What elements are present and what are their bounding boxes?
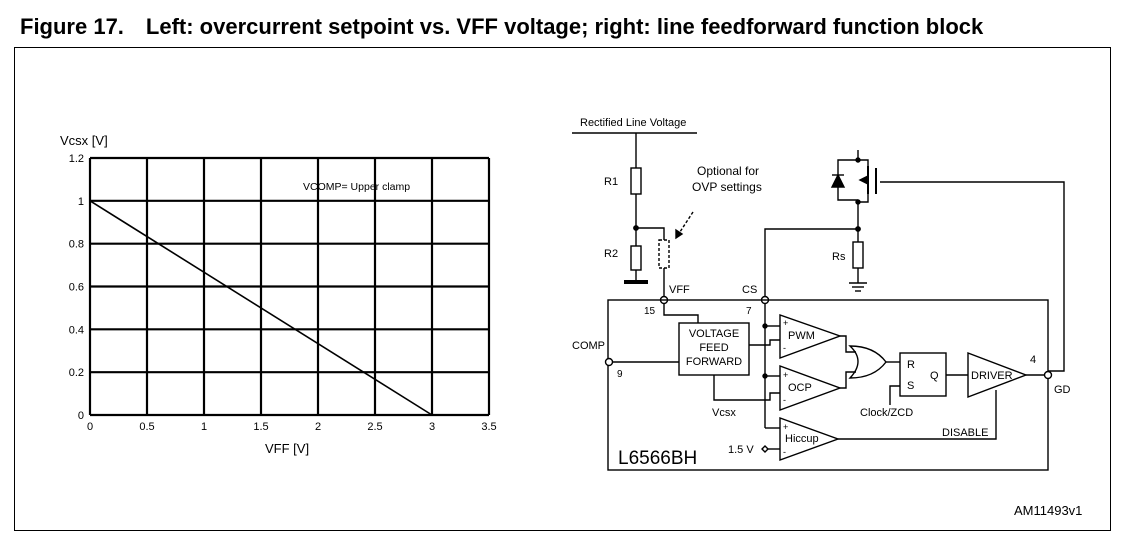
- label-optional-2: OVP settings: [692, 180, 762, 194]
- chart-y-tick-label: 1.2: [69, 153, 84, 165]
- label-rs: Rs: [832, 251, 846, 263]
- vff-wire: [663, 304, 699, 323]
- block-diagram-labels: Rectified Line Voltage R1 R2 Optional fo…: [572, 117, 1071, 469]
- label-vff-block-3: FORWARD: [686, 356, 742, 368]
- vcsx-wire: [713, 375, 780, 401]
- label-gd: GD: [1054, 384, 1071, 396]
- chart-x-tick-label: 0: [87, 421, 93, 433]
- driver-buffer: [967, 351, 1028, 399]
- hiccup-comparator: [779, 417, 841, 461]
- chart-series-line: [89, 200, 433, 416]
- vff-to-pwm: [749, 339, 780, 346]
- label-ocp-minus: -: [783, 395, 786, 405]
- chart-x-axis-label: VFF [V]: [265, 441, 309, 456]
- chart-x-tick-label: 2: [315, 421, 321, 433]
- chart-series: [89, 200, 433, 416]
- chart-x-tick-label: 3.5: [481, 421, 496, 433]
- label-disable: DISABLE: [942, 427, 988, 439]
- label-hiccup: Hiccup: [785, 433, 819, 445]
- junction-dot: [855, 199, 861, 205]
- label-vff-block-2: FEED: [699, 342, 728, 354]
- label-clock: Clock/ZCD: [860, 407, 913, 419]
- label-pin-7: 7: [746, 306, 752, 317]
- label-pwm: PWM: [788, 330, 815, 342]
- cs-wire: [764, 228, 858, 297]
- label-vff: VFF: [669, 284, 690, 296]
- junction-dot: [762, 373, 768, 379]
- wire: [840, 371, 856, 389]
- label-ic-name: L6566BH: [618, 448, 697, 469]
- figure-reference-code: AM11493v1: [1014, 503, 1083, 518]
- label-pin-4: 4: [1030, 354, 1036, 366]
- chart-x-tick-label: 1.5: [253, 421, 268, 433]
- ic-outline: [607, 299, 1049, 471]
- wire: [840, 335, 856, 353]
- block-diagram: [572, 132, 1065, 471]
- resistor-rs: [852, 241, 864, 269]
- clock-wire: [889, 385, 900, 405]
- chart-x-tick-label: 1: [201, 421, 207, 433]
- chart-x-tick-label: 3: [429, 421, 435, 433]
- label-hiccup-minus: -: [783, 447, 786, 457]
- chart-y-axis-label: Vcsx [V]: [60, 133, 108, 148]
- figure-title: Figure 17. Left: overcurrent setpoint vs.…: [20, 14, 983, 40]
- label-optional-1: Optional for: [697, 164, 759, 178]
- label-latch-r: R: [907, 359, 915, 371]
- label-r1: R1: [604, 176, 618, 188]
- resistor-r1: [630, 167, 642, 195]
- optional-arrowhead: [675, 228, 684, 240]
- label-latch-q: Q: [930, 370, 939, 382]
- ocp-comparator: [779, 364, 843, 412]
- label-1-5v: 1.5 V: [728, 444, 754, 456]
- pin-gd: [1043, 370, 1053, 380]
- label-latch-s: S: [907, 380, 914, 392]
- label-ocp-plus: +: [783, 370, 788, 380]
- label-comp: COMP: [572, 340, 605, 352]
- label-pin-15: 15: [644, 306, 656, 317]
- gate-wire: [880, 181, 1065, 372]
- label-cs: CS: [742, 284, 757, 296]
- wire: [636, 227, 665, 240]
- chart-annotation: VCOMP= Upper clamp: [303, 181, 410, 193]
- resistor-r2: [630, 245, 642, 271]
- chart-y-tick-label: 0.8: [69, 239, 84, 251]
- label-r2: R2: [604, 248, 618, 260]
- chart-y-tick-label: 0: [78, 410, 84, 422]
- label-driver: DRIVER: [971, 370, 1013, 382]
- figure-caption: Left: overcurrent setpoint vs. VFF volta…: [145, 14, 984, 39]
- optional-resistor: [658, 239, 670, 269]
- junction-dot: [762, 323, 768, 329]
- mosfet-source: [857, 194, 869, 212]
- chart-tick-labels: 0 0.5 1 1.5 2 2.5 3 3.5 0 0.2 0.4 0.6 0.8 1 1.2: [69, 153, 497, 433]
- pin-comp: [604, 357, 614, 367]
- figure-frame: [14, 47, 1111, 531]
- chart-x-tick-label: 0.5: [139, 421, 154, 433]
- mosfet-arrow: [858, 174, 869, 186]
- chart-y-tick-label: 0.4: [69, 324, 84, 336]
- mosfet-drain: [858, 159, 869, 168]
- label-hiccup-plus: +: [783, 422, 788, 432]
- chart: 0 0.5 1 1.5 2 2.5 3 3.5 0 0.2 0.4 0.6 0.8 1 1.2 Vcsx […: [60, 133, 497, 456]
- disable-wire: [838, 390, 997, 440]
- label-ocp: OCP: [788, 382, 812, 394]
- chart-y-tick-label: 1: [78, 196, 84, 208]
- label-pin-9: 9: [617, 369, 623, 380]
- ref-diamond: [761, 445, 769, 453]
- body-diode: [830, 173, 846, 188]
- chart-grid: [88, 156, 491, 417]
- or-gate: [848, 345, 887, 379]
- label-vff-block-1: VOLTAGE: [689, 328, 739, 340]
- label-rectified-line: Rectified Line Voltage: [580, 117, 686, 129]
- label-pwm-plus: +: [783, 318, 788, 328]
- figure-number: Figure 17.: [20, 14, 124, 39]
- pwm-comparator: [779, 314, 843, 360]
- label-pwm-minus: -: [783, 343, 786, 353]
- chart-x-tick-label: 2.5: [367, 421, 382, 433]
- chart-y-tick-label: 0.2: [69, 367, 84, 379]
- chart-y-tick-label: 0.6: [69, 282, 84, 294]
- label-vcsx: Vcsx: [712, 407, 736, 419]
